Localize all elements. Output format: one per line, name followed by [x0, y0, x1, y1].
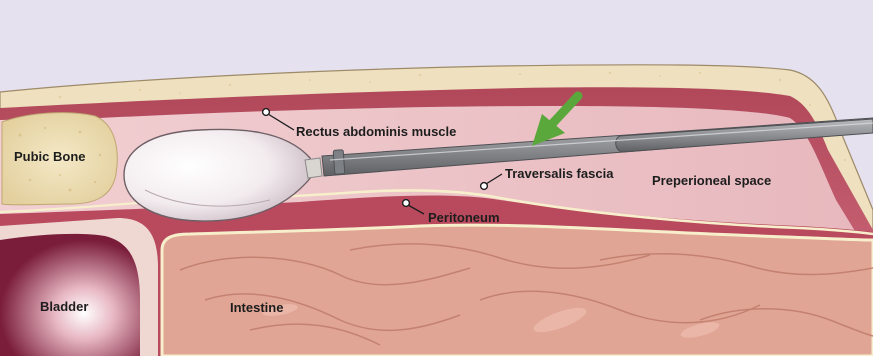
- label-rectus-abdominis: Rectus abdominis muscle: [296, 124, 456, 139]
- label-pubic-bone: Pubic Bone: [14, 149, 86, 164]
- bladder: [0, 234, 140, 356]
- intestine: [162, 225, 873, 356]
- label-traversalis-fascia: Traversalis fascia: [505, 166, 614, 181]
- label-intestine: Intestine: [230, 300, 283, 315]
- balloon-neck: [305, 158, 322, 178]
- label-peritoneum: Peritoneum: [428, 210, 500, 225]
- label-bladder: Bladder: [40, 299, 88, 314]
- label-preperitoneal-space: Preperioneal space: [652, 173, 771, 188]
